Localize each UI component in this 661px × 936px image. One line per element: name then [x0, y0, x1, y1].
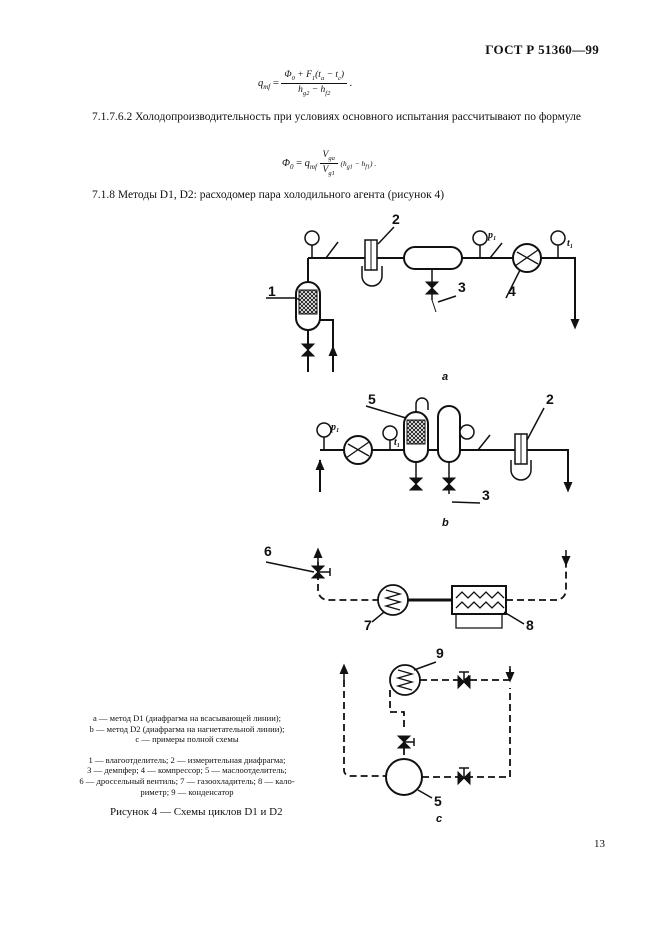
phi-vg1-sub: g1 [328, 169, 335, 177]
diagram-c-lower [339, 663, 515, 796]
phi-denominator: Vg1 [323, 164, 335, 177]
label-b-p1: p₁ [330, 422, 340, 433]
phi-end: ) . [369, 158, 377, 168]
label-b-3: 3 [482, 487, 490, 503]
formula-phi0: Φ0 = qmf Vga Vg1 (hg1 − hf1) . [282, 150, 376, 177]
phi-fraction: Vga Vg1 [319, 150, 338, 177]
valves-c-upper [310, 565, 326, 579]
labels-b: 5 2 3 p₁ t₁ b [330, 391, 554, 529]
page-number: 13 [594, 838, 605, 850]
standard-header: ГОСТ Р 51360—99 [485, 42, 599, 57]
label-c-8: 8 [526, 617, 534, 633]
label-c-5: 5 [434, 793, 442, 809]
num-phi: Φ [284, 70, 292, 80]
num-close: ) [340, 70, 345, 80]
formula-qmf-lhs: q [258, 77, 264, 89]
labels-c-lower: 9 5 c [413, 645, 444, 825]
label-a-4: 4 [508, 283, 516, 299]
phi-lhs: Φ [282, 157, 290, 169]
valves-a [300, 281, 440, 357]
phi-eq: = [293, 157, 305, 169]
valve-a-drain [300, 343, 316, 357]
figure-legend: a — метод D1 (диафрагма на всасывающей л… [62, 713, 312, 797]
label-c-7: 7 [364, 617, 372, 633]
valves-c-lower [396, 671, 471, 786]
legend-line-3: c — примеры полной схемы [135, 734, 239, 745]
figure-caption: Рисунок 4 — Схемы циклов D1 и D2 [110, 806, 283, 818]
formula-qmf: qmf = Φ0 + F1(ta − tc) hg2 − hf2 . [258, 70, 353, 97]
phi-vg1: V [322, 164, 329, 175]
phi-hg: (h [340, 158, 347, 168]
formula-qmf-lhs-sub: mf [263, 82, 271, 91]
phi-vga: V [322, 150, 329, 160]
phi-vga-sub: ga [328, 154, 335, 162]
labels-c-upper: 6 7 8 [264, 543, 534, 633]
labels-a: 1 2 3 4 p₁ t₁ a [266, 211, 573, 383]
legend-line-4: 1 — влагоотделитель; 2 — измерительная д… [88, 754, 286, 765]
legend-line-6: 6 — дроссельный вентиль; 7 — газоохладит… [79, 775, 295, 786]
label-diagram-c: c [436, 813, 442, 825]
label-a-1: 1 [268, 283, 276, 299]
legend-line-2: b — метод D2 (диафрагма на нагнетательно… [89, 723, 285, 734]
valves-b [408, 477, 457, 491]
label-a-3: 3 [458, 279, 466, 295]
valve-b-oil [408, 477, 424, 491]
label-a-2: 2 [392, 211, 400, 227]
label-b-2: 2 [546, 391, 554, 407]
phi-hg-sub: g1 [346, 164, 353, 171]
valve-b-damper [441, 477, 457, 491]
num-f-sub: 1 [311, 74, 316, 82]
num-f: + F [294, 70, 312, 80]
label-a-t1: t₁ [567, 238, 573, 249]
phi-hf-sub: f1 [365, 164, 370, 171]
label-c-6: 6 [264, 543, 272, 559]
phi-hf: − h [352, 158, 366, 168]
label-b-t1: t₁ [394, 437, 400, 448]
formula-qmf-end: . [349, 77, 353, 89]
valve-c-throttle [310, 565, 326, 579]
phi-q: q [304, 157, 310, 169]
legend-line-7: риметр; 9 — конденсатор [140, 786, 234, 797]
diagram-c-upper [313, 547, 571, 629]
den-hf: − h [309, 84, 326, 95]
phi-numerator: Vga [319, 150, 338, 164]
diagram-a [295, 230, 580, 372]
valve-a-damper [424, 281, 440, 295]
den-hf-sub: f2 [325, 89, 331, 97]
formula-qmf-numerator: Φ0 + F1(ta − tc) [281, 70, 348, 84]
phi-q-sub: mf [309, 162, 317, 171]
num-ta-sub: a [320, 74, 325, 82]
valve-c-lower-mid [396, 735, 412, 749]
label-a-p1: p₁ [487, 230, 497, 241]
formula-qmf-fraction: Φ0 + F1(ta − tc) hg2 − hf2 [281, 70, 348, 97]
phi-tail: (hg1 − hf1) . [340, 158, 377, 171]
paragraph-7-1-8: 7.1.8 Методы D1, D2: расходомер пара хол… [92, 189, 445, 201]
label-diagram-b: b [442, 517, 449, 529]
den-hg-sub: g2 [302, 89, 310, 97]
phi-lhs-sub: 0 [290, 162, 294, 171]
num-tc: − t [324, 70, 338, 80]
formula-qmf-denominator: hg2 − hf2 [298, 84, 330, 97]
paragraph-7-1-7-6-2: 7.1.7.6.2 Холодопроизводительность при у… [92, 111, 582, 123]
legend-line-5: 3 — демпфер; 4 — компрессор; 5 — маслоот… [87, 765, 287, 776]
den-hg: h [298, 84, 303, 95]
label-b-5: 5 [368, 391, 376, 407]
label-diagram-a: a [442, 371, 448, 383]
diagram-b [315, 397, 573, 494]
num-ta: (t [315, 70, 321, 80]
num-phi-sub: 0 [291, 74, 295, 82]
num-tc-sub: c [338, 74, 341, 82]
label-c-9: 9 [436, 645, 444, 661]
legend-line-1: a — метод D1 (диафрагма на всасывающей л… [92, 713, 282, 723]
